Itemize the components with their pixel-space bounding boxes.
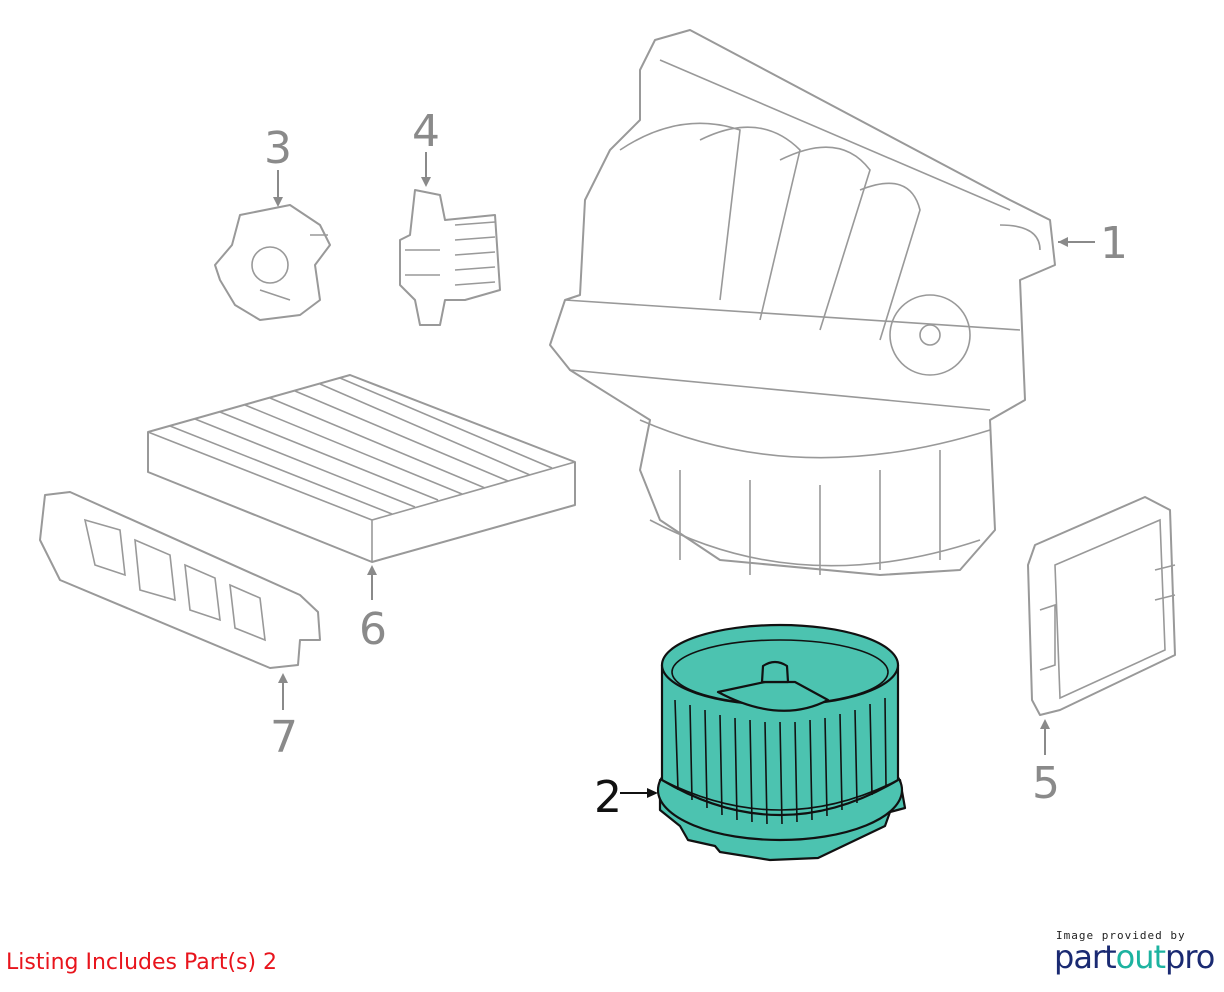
part-5-control-module[interactable] [1027,496,1176,716]
callout-number: 5 [1032,758,1060,809]
part-7-filter-cover[interactable] [39,491,321,669]
callout-1[interactable]: 1 [1058,218,1128,269]
callout-4[interactable]: 4 [412,106,440,187]
listing-includes-text: Listing Includes Part(s) 2 [6,950,278,975]
logo-out: out [1115,938,1166,976]
part-2-blower-motor[interactable] [656,623,907,862]
part-4-resistor[interactable] [399,189,501,326]
logo-part: part [1054,938,1117,976]
callout-number: 6 [359,604,387,655]
part-1-hvac-housing[interactable] [549,29,1056,576]
callout-number: 1 [1100,218,1128,269]
callout-6[interactable]: 6 [359,565,387,655]
callout-7[interactable]: 7 [270,673,298,763]
callout-3[interactable]: 3 [264,123,292,207]
image-credit-text: Image provided by [1056,929,1186,942]
callout-number: 4 [412,106,440,157]
logo-pro: pro [1165,938,1215,976]
callout-number: 3 [264,123,292,174]
partoutpro-logo: partoutpro [1054,938,1215,976]
part-6-cabin-filter[interactable] [147,374,576,563]
callout-2[interactable]: 2 [594,772,658,823]
callout-5[interactable]: 5 [1032,719,1060,809]
callout-number: 2 [594,772,622,823]
part-3-actuator[interactable] [214,204,331,321]
callout-number: 7 [270,712,298,763]
